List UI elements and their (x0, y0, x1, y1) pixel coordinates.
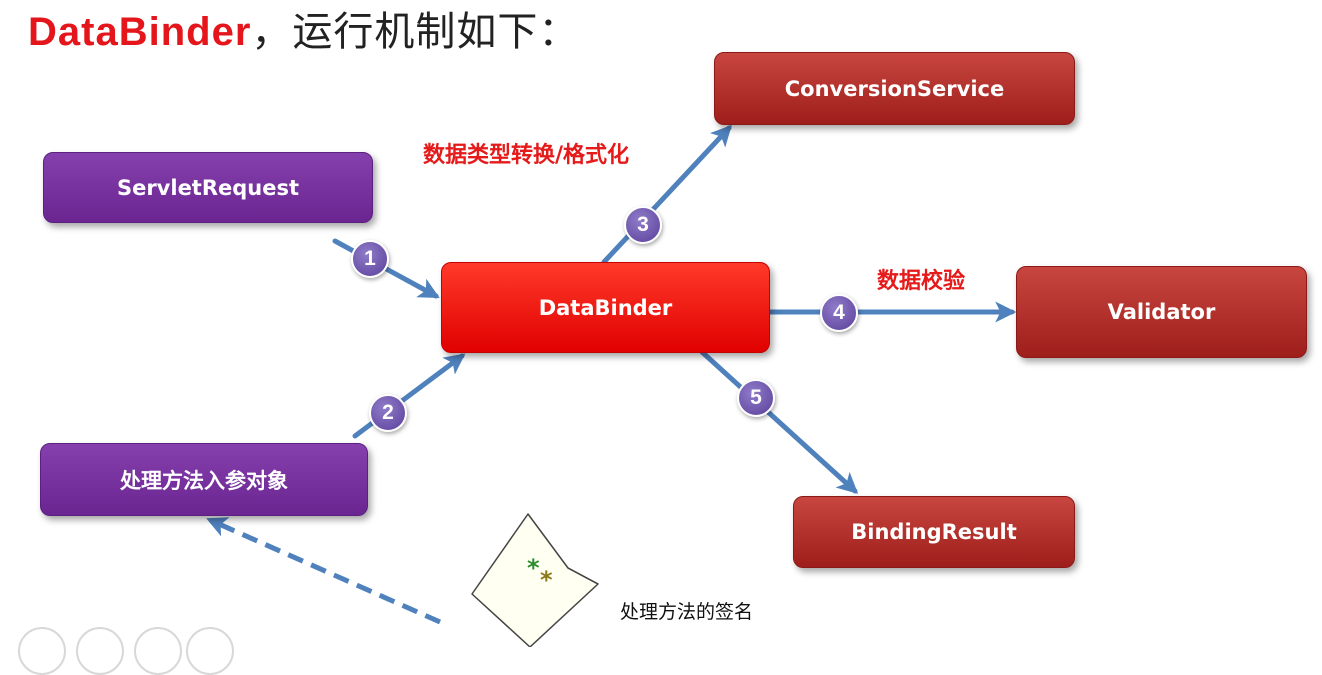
conversion-service-label: ConversionService (784, 76, 1005, 101)
handler-param-label: 处理方法入参对象 (120, 468, 288, 493)
binding-result-box: BindingResult (793, 496, 1075, 568)
title-rest: ，运行机制如下： (251, 9, 580, 55)
asterisk-icon: * * (527, 554, 553, 594)
conversion-label: 数据类型转换/格式化 (423, 143, 630, 168)
page-title: DataBinder，运行机制如下： (28, 4, 579, 60)
control-circle[interactable] (186, 627, 234, 675)
control-circle[interactable] (18, 627, 66, 675)
title-highlight: DataBinder (28, 10, 252, 54)
arrows-layer: * * (206, 124, 1017, 647)
step-badge-3: 3 (624, 206, 662, 244)
svg-text:*: * (527, 554, 540, 582)
conversion-service-box: ConversionService (714, 52, 1075, 125)
signature-caption: 处理方法的签名 (620, 601, 754, 623)
validation-label: 数据校验 (877, 269, 966, 294)
document-icon: * * (471, 513, 599, 647)
validator-box: Validator (1016, 266, 1307, 358)
diagram-canvas: * * DataBinder，运行机制如下： ServletRequest 处理… (18, 4, 1307, 675)
handler-param-box: 处理方法入参对象 (40, 443, 368, 516)
binding-result-label: BindingResult (851, 520, 1017, 544)
control-circle[interactable] (76, 627, 124, 675)
arrow-signature-to-param (206, 517, 442, 625)
data-binder-box: DataBinder (441, 262, 770, 353)
servlet-request-label: ServletRequest (116, 175, 300, 200)
step-badge-4: 4 (820, 294, 858, 332)
validator-label: Validator (1107, 300, 1216, 324)
step-badge-1: 1 (351, 240, 389, 278)
control-circle[interactable] (134, 627, 182, 675)
arrow-param-to-binder (352, 353, 466, 439)
step-badge-2: 2 (369, 394, 407, 432)
arrow-binder-to-conversion (601, 124, 732, 265)
svg-text:*: * (540, 566, 553, 594)
servlet-request-box: ServletRequest (43, 152, 373, 223)
step-badge-5: 5 (737, 379, 775, 417)
data-binder-label: DataBinder (538, 295, 673, 320)
arrow-binder-to-result (699, 349, 859, 494)
